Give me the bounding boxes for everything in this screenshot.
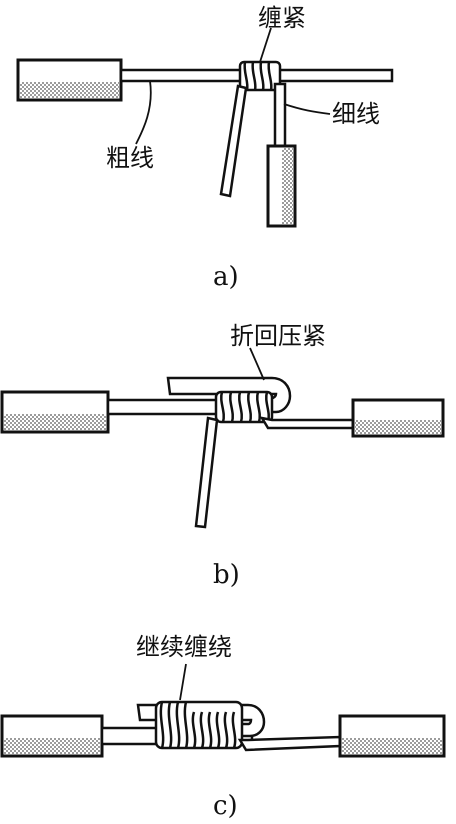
thin-wire-tail — [194, 416, 219, 529]
caption-b: b) — [213, 560, 240, 590]
caption-a: a) — [213, 262, 239, 292]
thin-conductor — [273, 82, 287, 150]
thin-cable-insulation — [338, 714, 446, 758]
thin-leader — [283, 103, 331, 115]
thick-cable-insulation — [16, 58, 123, 102]
wrap-coil — [154, 700, 244, 750]
panel-a: 缠紧 粗线 细线 a) — [16, 4, 394, 292]
label-wrap: 继续缠绕 — [136, 633, 232, 661]
caption-c: c) — [213, 791, 238, 821]
label-thick: 粗线 — [106, 144, 154, 172]
thin-wire-tail — [219, 84, 248, 198]
label-thin: 细线 — [332, 100, 380, 128]
wrap-leader — [179, 663, 187, 701]
folded-conductor — [166, 376, 292, 414]
panel-c: 继续缠绕 c) — [0, 633, 446, 821]
thin-conductor — [237, 735, 342, 752]
twist-coil — [214, 390, 274, 424]
thin-conductor — [259, 416, 357, 430]
thin-cable-insulation — [266, 144, 297, 228]
thin-cable-insulation — [351, 398, 445, 438]
thick-leader — [135, 80, 152, 145]
label-fold: 折回压紧 — [230, 322, 326, 350]
panel-b: 折回压紧 b) — [0, 322, 445, 590]
label-twist: 缠紧 — [258, 4, 306, 32]
thick-cable-insulation — [0, 714, 104, 758]
twist-leader — [259, 27, 272, 63]
thick-cable-insulation — [0, 390, 110, 434]
fold-leader — [249, 347, 265, 381]
